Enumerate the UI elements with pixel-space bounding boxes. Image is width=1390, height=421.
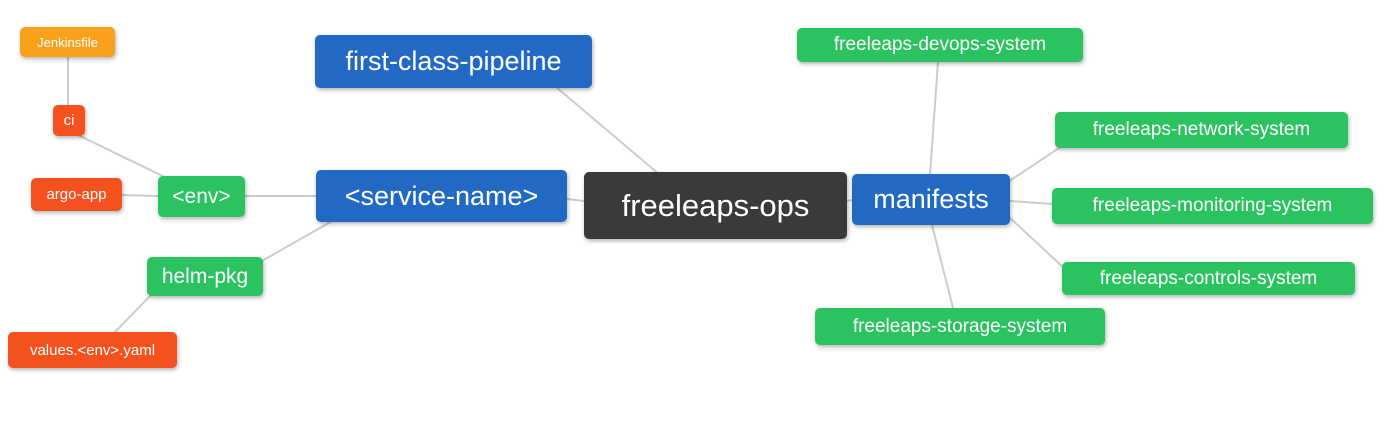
edge-service-name-ops bbox=[566, 198, 585, 202]
edge-helm-pkg-service-name bbox=[259, 219, 335, 263]
node-first-class-pipeline[interactable]: first-class-pipeline bbox=[315, 35, 592, 88]
edge-argo-app-env bbox=[121, 194, 159, 197]
edge-ci-env bbox=[75, 133, 176, 183]
edge-manifests-controls bbox=[1007, 215, 1065, 269]
edge-manifests-monitoring bbox=[1009, 200, 1053, 205]
edge-manifests-devops bbox=[929, 61, 939, 175]
node-argo-app[interactable]: argo-app bbox=[31, 178, 122, 211]
edge-helm-pkg-values bbox=[113, 293, 153, 334]
node-env[interactable]: <env> bbox=[158, 176, 245, 217]
edge-manifests-storage bbox=[931, 224, 954, 309]
node-service-name[interactable]: <service-name> bbox=[316, 170, 567, 222]
edge-ops-manifests bbox=[845, 199, 853, 202]
edge-manifests-network bbox=[1007, 145, 1063, 183]
node-jenkinsfile[interactable]: Jenkinsfile bbox=[20, 27, 115, 57]
node-freeleaps-controls-system[interactable]: freeleaps-controls-system bbox=[1062, 262, 1355, 295]
node-freeleaps-ops-root[interactable]: freeleaps-ops bbox=[584, 172, 847, 239]
node-manifests[interactable]: manifests bbox=[852, 174, 1010, 225]
node-freeleaps-storage-system[interactable]: freeleaps-storage-system bbox=[815, 308, 1105, 345]
node-freeleaps-monitoring-system[interactable]: freeleaps-monitoring-system bbox=[1052, 188, 1373, 224]
node-helm-pkg[interactable]: helm-pkg bbox=[147, 257, 263, 296]
node-freeleaps-devops-system[interactable]: freeleaps-devops-system bbox=[797, 28, 1083, 62]
node-freeleaps-network-system[interactable]: freeleaps-network-system bbox=[1055, 112, 1348, 148]
node-values-env-yaml[interactable]: values.<env>.yaml bbox=[8, 332, 177, 368]
edge-fcp-ops bbox=[555, 86, 661, 176]
node-ci[interactable]: ci bbox=[53, 105, 85, 136]
